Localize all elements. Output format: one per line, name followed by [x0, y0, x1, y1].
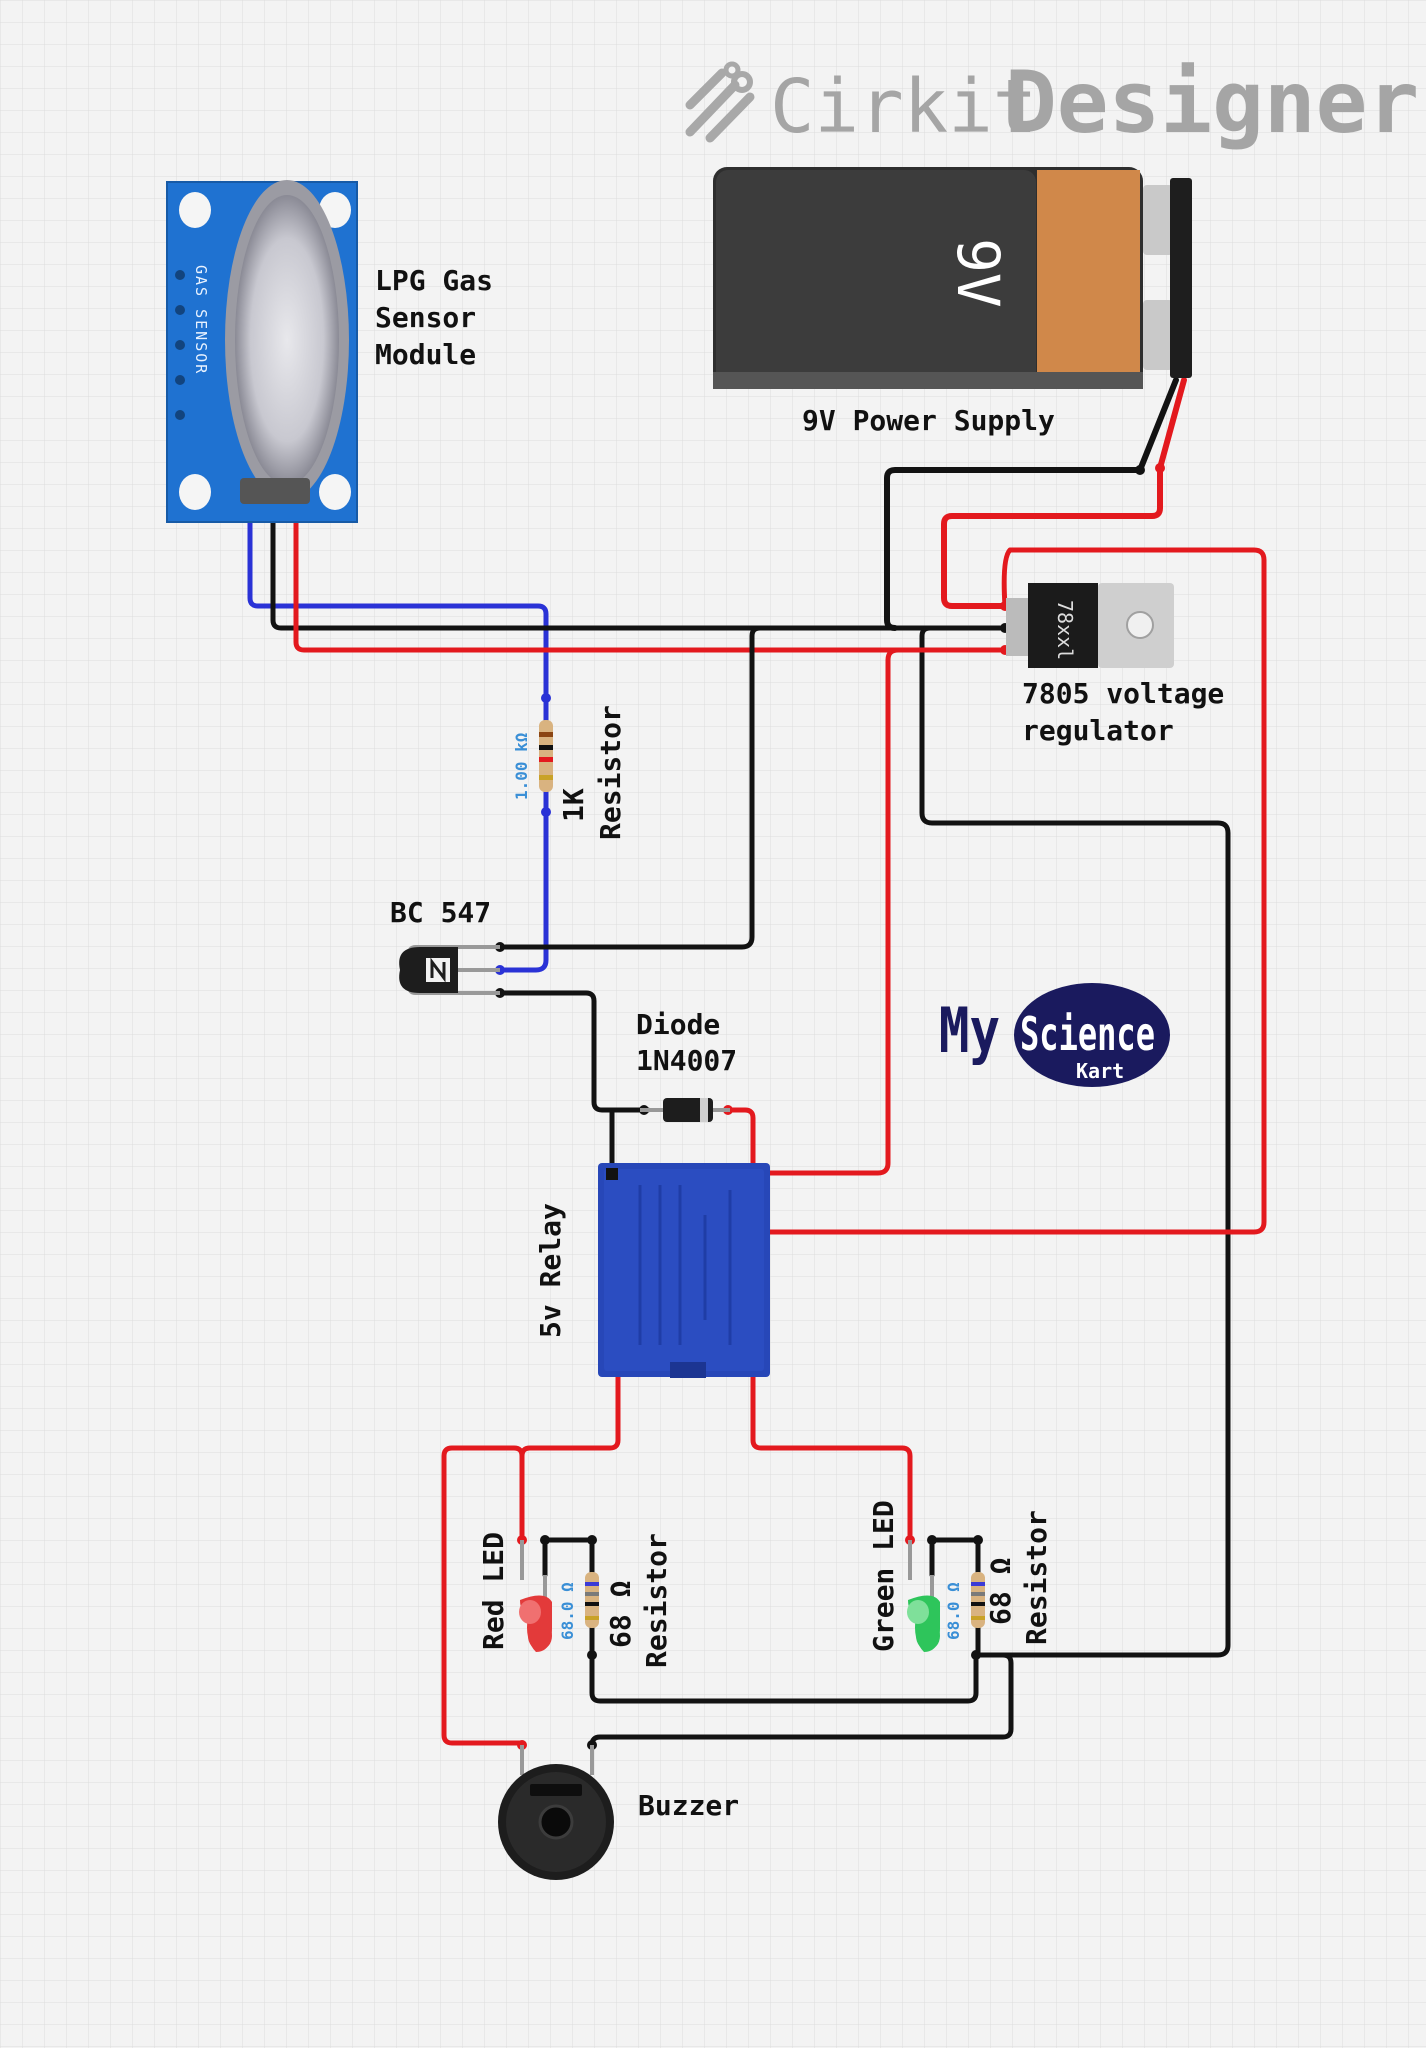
resistor-1k-label-2: Resistor	[594, 705, 627, 840]
voltage-regulator-7805[interactable]: 78xxl	[1006, 583, 1174, 668]
wire-battery-negative	[884, 377, 1179, 631]
green-led-label: Green LED	[867, 1500, 900, 1652]
gas-sensor-module[interactable]: GAS SENSOR	[166, 180, 358, 523]
red-resistor-label-2: Resistor	[640, 1533, 673, 1668]
wire-sensor-ground	[270, 487, 1008, 631]
wire-sensor-vcc	[293, 487, 1008, 653]
regulator-label-line-1: 7805 voltage	[1022, 677, 1224, 710]
diode-label-line-1: Diode	[636, 1008, 720, 1041]
resistor-1k-label-1: 1K	[557, 788, 590, 822]
wire-ground-transistor	[497, 625, 763, 950]
green-led[interactable]	[907, 1540, 940, 1652]
cirkit-designer-logo: Cirkit Designer	[685, 53, 1419, 153]
red-led-label: Red LED	[477, 1532, 510, 1650]
wire-buzzer-ground	[589, 1652, 1014, 1748]
sensor-label: LPG Gas Sensor Module	[375, 264, 493, 371]
battery-9v[interactable]: 9V	[713, 167, 1192, 389]
green-resistor-label-2: Resistor	[1020, 1510, 1053, 1645]
battery-label: 9V Power Supply	[802, 404, 1055, 437]
relay-print	[638, 1185, 732, 1345]
green-led-resistor[interactable]: 68.0 Ω	[944, 1540, 985, 1655]
regulator-label-line-2: regulator	[1022, 714, 1174, 747]
wire-transistor-collector	[497, 990, 651, 1113]
wire-ground-main	[919, 625, 1231, 1658]
wire-regulator-output	[752, 647, 1008, 1176]
relay-label: 5v Relay	[534, 1203, 567, 1338]
sensor-label-line-2: Sensor	[375, 301, 476, 334]
relay-5v[interactable]	[598, 1163, 770, 1378]
red-led[interactable]	[519, 1540, 552, 1652]
resistor-1k[interactable]: 1.00 kΩ	[512, 720, 553, 800]
sensor-label-line-3: Module	[375, 338, 476, 371]
green-resistor-value: 68.0 Ω	[944, 1582, 963, 1640]
wire-sensor-signal	[247, 487, 549, 973]
sensor-label-line-1: LPG Gas	[375, 264, 493, 297]
wire-red-resistor-ground	[589, 1652, 979, 1704]
regulator-chip-text: 78xxl	[1053, 600, 1077, 660]
brand-designer: Designer	[1005, 53, 1419, 153]
logo-kart: Kart	[1076, 1059, 1124, 1083]
transistor-bc547[interactable]	[399, 945, 500, 995]
buzzer[interactable]	[498, 1745, 614, 1880]
red-led-resistor[interactable]: 68.0 Ω	[558, 1540, 599, 1655]
brand-cirkit: Cirkit	[770, 64, 1037, 150]
red-resistor-value: 68.0 Ω	[558, 1582, 577, 1640]
wire-diode-cathode	[725, 1107, 756, 1176]
sensor-board-text: GAS SENSOR	[192, 265, 210, 375]
resistor-1k-value: 1.00 kΩ	[512, 733, 531, 800]
logo-oval	[1014, 983, 1170, 1087]
transistor-label: BC 547	[390, 896, 491, 929]
battery-case-text: 9V	[944, 238, 1012, 308]
diode-1n4007[interactable]	[640, 1098, 730, 1122]
green-resistor-label-1: 68 Ω	[984, 1558, 1017, 1625]
cirkit-logo-icon	[685, 61, 755, 143]
diode-label-line-2: 1N4007	[636, 1044, 737, 1077]
logo-science: Science	[1020, 1007, 1155, 1061]
myscience-kart-logo: My Science Kart	[939, 983, 1170, 1087]
wire-relay-to-green-led	[750, 1362, 913, 1543]
logo-my: My	[939, 995, 1000, 1067]
buzzer-label: Buzzer	[638, 1789, 739, 1822]
red-resistor-label-1: 68 Ω	[604, 1581, 637, 1648]
wire-battery-positive	[941, 377, 1187, 609]
wire-relay-to-buzzer	[441, 1445, 525, 1746]
sensor-pads	[175, 270, 185, 420]
